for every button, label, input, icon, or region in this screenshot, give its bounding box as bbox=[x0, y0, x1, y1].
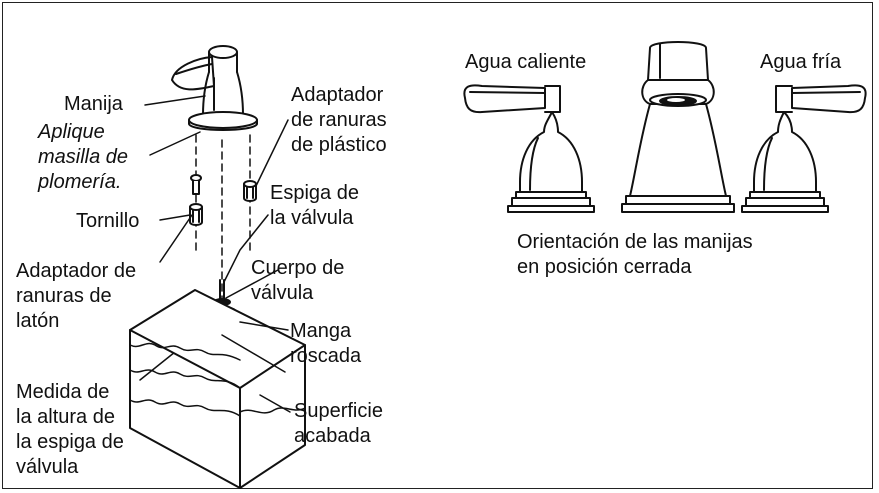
label-aplique-2: masilla de bbox=[38, 146, 129, 168]
label-cuerpo-2: válvula bbox=[251, 282, 314, 304]
label-manija: Manija bbox=[64, 93, 123, 115]
plastic-adapter bbox=[243, 180, 257, 202]
handle-assembly bbox=[171, 45, 258, 131]
label-adaptador-plastico-3: de plástico bbox=[291, 134, 387, 156]
cold-handle bbox=[741, 84, 867, 213]
leader-lines bbox=[144, 95, 291, 413]
spout bbox=[621, 41, 735, 213]
label-orientacion-1: Orientación de las manijas bbox=[517, 231, 753, 253]
label-cuerpo-1: Cuerpo de bbox=[251, 257, 345, 279]
diagram-frame bbox=[2, 2, 873, 489]
label-adaptador-laton-1: Adaptador de bbox=[16, 260, 137, 282]
label-manga-2: roscada bbox=[290, 345, 362, 367]
label-adaptador-plastico-1: Adaptador bbox=[291, 84, 384, 106]
brass-adapter bbox=[189, 203, 203, 226]
label-superficie-1: Superficie bbox=[294, 400, 383, 422]
label-medida-4: válvula bbox=[16, 456, 79, 478]
hot-handle bbox=[463, 84, 595, 213]
label-aplique-3: plomería. bbox=[38, 171, 122, 193]
label-adaptador-laton-2: ranuras de bbox=[16, 285, 112, 307]
label-aplique-1: Aplique bbox=[38, 121, 105, 143]
label-medida-2: la altura de bbox=[16, 406, 115, 428]
label-adaptador-laton-3: latón bbox=[16, 310, 60, 332]
label-agua-fria: Agua fría bbox=[760, 51, 842, 73]
explode-guides bbox=[195, 134, 251, 301]
label-medida-3: la espiga de bbox=[16, 431, 124, 453]
label-espiga-1: Espiga de bbox=[270, 182, 359, 204]
screw bbox=[190, 174, 202, 195]
label-espiga-2: la válvula bbox=[270, 207, 354, 229]
label-medida-1: Medida de bbox=[16, 381, 110, 403]
label-orientacion-2: en posición cerrada bbox=[517, 256, 692, 278]
finished-surface bbox=[129, 289, 306, 489]
label-manga-1: Manga bbox=[290, 320, 352, 342]
label-adaptador-plastico-2: de ranuras bbox=[291, 109, 387, 131]
label-superficie-2: acabada bbox=[294, 425, 371, 447]
label-agua-caliente: Agua caliente bbox=[465, 51, 587, 73]
label-tornillo: Tornillo bbox=[76, 210, 140, 232]
